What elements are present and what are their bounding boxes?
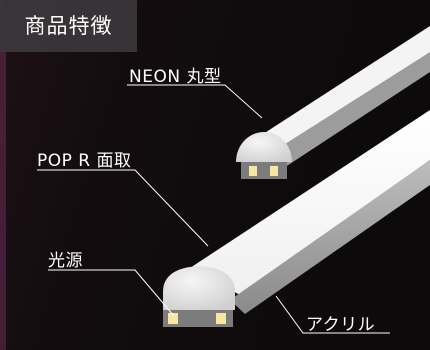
light-source-label: 光源 — [48, 251, 83, 271]
neon-round-base — [241, 162, 287, 179]
page-title: 商品特徴 — [0, 0, 137, 52]
acrylic-label: アクリル — [306, 315, 376, 335]
neon-round-tube-body — [246, 26, 430, 168]
acrylic-leader-line — [275, 295, 390, 334]
pop-r-end-cap — [163, 266, 235, 310]
pop-r-label: POP R 面取 — [37, 151, 132, 171]
pop-r-led-right — [216, 313, 226, 324]
pop-r-leader-line — [37, 169, 209, 247]
neon-round-end-cap — [236, 132, 292, 162]
pop-r-base — [163, 305, 233, 327]
neon-round-leader-line — [127, 84, 263, 119]
light-source-leader-line — [48, 269, 175, 317]
neon-round-tube-side — [252, 52, 430, 177]
pop-r-tube-side — [230, 160, 430, 314]
pop-r-tube-body — [190, 110, 430, 295]
neon-round-led-right — [270, 166, 278, 176]
neon-round-led-left — [249, 166, 257, 176]
pop-r-led-left — [168, 313, 178, 324]
neon-round-label: NEON 丸型 — [129, 67, 222, 87]
left-edge-accent — [0, 0, 6, 350]
